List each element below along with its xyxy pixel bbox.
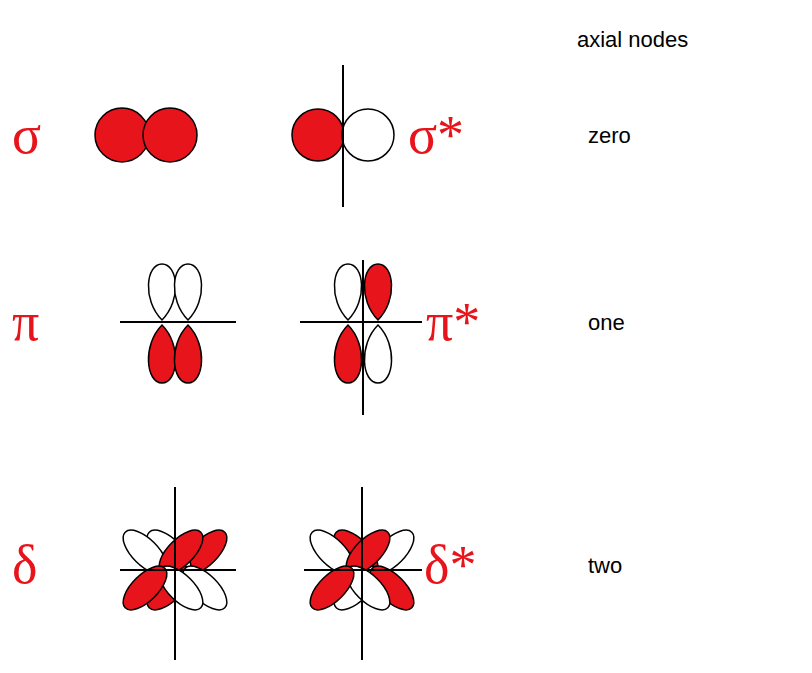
nodal-plane (174, 487, 176, 660)
bond-axis (120, 569, 236, 571)
s-orbital (95, 108, 149, 162)
p-lobe (174, 264, 201, 320)
node-count: zero (588, 125, 631, 147)
orbital-symbol: δ* (424, 538, 476, 592)
orbital-symbol: σ (12, 108, 41, 162)
column-heading: axial nodes (577, 29, 688, 51)
nodal-plane (361, 487, 363, 660)
p-lobe (334, 264, 361, 320)
orbital-symbol: δ (12, 538, 37, 592)
node-count: two (588, 555, 622, 577)
s-orbital (342, 109, 394, 161)
nodal-plane (362, 260, 364, 415)
p-lobe (148, 264, 175, 320)
s-orbital (292, 109, 344, 161)
p-lobe (148, 325, 175, 383)
orbital-symbol: π (12, 295, 39, 349)
orbital-symbol: σ* (408, 108, 464, 162)
bond-axis (300, 321, 422, 323)
p-lobe (334, 325, 361, 383)
bond-axis (120, 321, 236, 323)
p-lobe (364, 264, 391, 320)
node-count: one (588, 312, 625, 334)
p-lobe (364, 325, 391, 383)
nodal-plane (342, 65, 344, 207)
orbital-symbol: π* (426, 295, 480, 349)
p-lobe (174, 325, 201, 383)
s-orbital (143, 108, 197, 162)
